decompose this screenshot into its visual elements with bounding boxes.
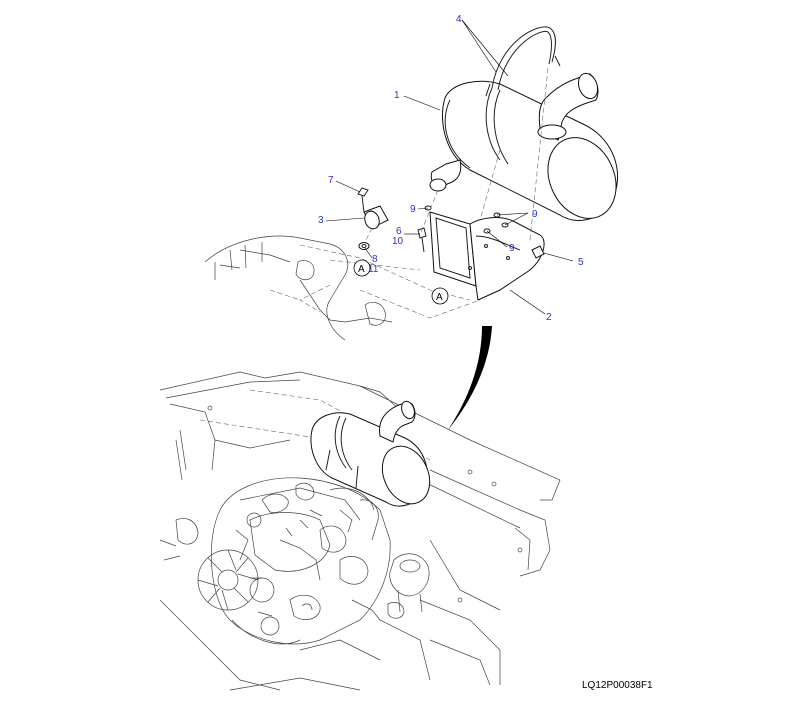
u-bolt (485, 26, 561, 97)
callout-1: 1 (394, 90, 400, 101)
svg-text:A: A (436, 292, 443, 303)
bolt-7 (357, 187, 369, 213)
assembly-lines (364, 67, 549, 243)
muffler-installed (310, 400, 431, 507)
muffler (429, 72, 619, 221)
callout-9-right: 9 (532, 209, 538, 220)
callout-4: 4 (456, 14, 462, 25)
muffler-bracket (429, 211, 545, 301)
upper-frame-context (204, 235, 481, 341)
assembly-arrow (448, 326, 492, 430)
view-marker-a-lower: A (431, 287, 449, 305)
figure-code: LQ12P00038F1 (582, 680, 653, 691)
view-marker-a-upper: A (353, 259, 371, 277)
callout-9-lower: 9 (509, 243, 515, 254)
side-component (387, 553, 430, 619)
engine (159, 477, 391, 645)
callout-8: 8 (372, 254, 378, 265)
callout-9-left: 9 (410, 204, 416, 215)
svg-text:A: A (358, 264, 365, 275)
bolt-6-10 (417, 227, 427, 253)
callout-7: 7 (328, 175, 334, 186)
callout-2: 2 (546, 312, 552, 323)
bolt-5 (531, 245, 545, 259)
callout-10: 10 (392, 236, 404, 247)
nut-8-11 (358, 242, 370, 250)
clamp (363, 205, 389, 230)
callout-5: 5 (578, 257, 584, 268)
callout-6: 6 (396, 226, 402, 237)
callout-11: 11 (368, 264, 379, 275)
callout-3: 3 (318, 215, 324, 226)
leader-lines (325, 19, 574, 315)
